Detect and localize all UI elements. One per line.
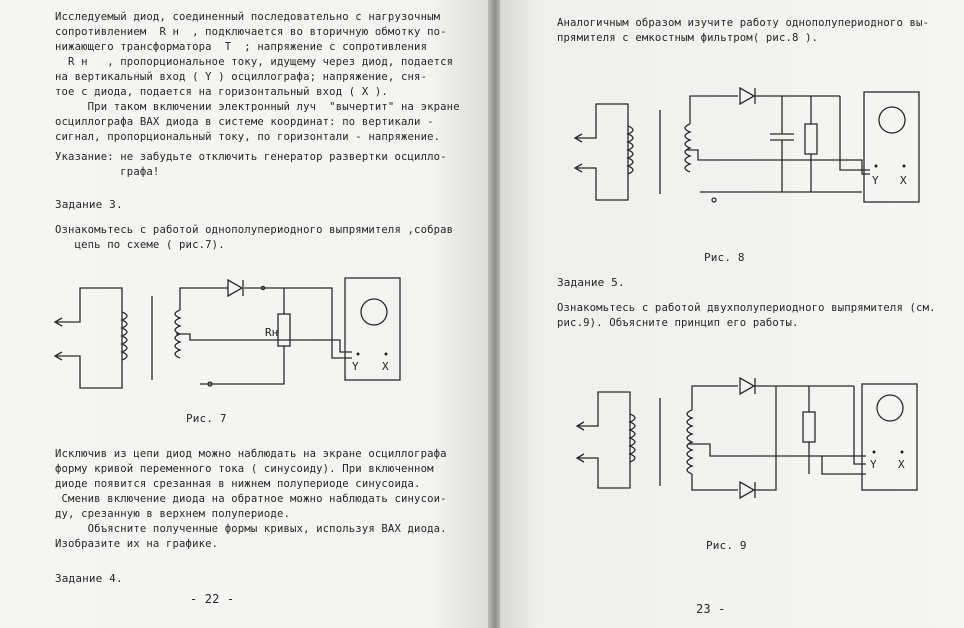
fig9-diode-lower (739, 480, 756, 500)
fig8-oscilloscope (863, 91, 920, 203)
task5-line: рис.9). Объясните принцип его работы. (557, 317, 799, 329)
fig7-y-label: Y (352, 360, 359, 373)
fig7-wire-to-scope (290, 287, 352, 359)
fig7-y-terminal (356, 352, 360, 356)
task5-line: Ознакомьтесь с работой двухполупериодног… (557, 302, 936, 314)
fig7-diode (227, 278, 244, 298)
paragraph-line: на вертикальный вход ( Y ) осциллографа;… (55, 71, 428, 83)
fig7-wire-resistor (200, 288, 285, 385)
fig7-resistor (277, 313, 291, 347)
fig9-x-terminal (900, 450, 904, 454)
fig8-y-terminal (874, 164, 878, 168)
fig8-wire-mid (686, 149, 870, 175)
paragraph-line: Изобразите их на графике. (55, 538, 219, 550)
note-line: Указание: не забудьте отключить генерато… (55, 151, 447, 163)
fig9-y-label: Y (870, 458, 877, 471)
fig8-x-terminal (902, 164, 906, 168)
fig8-circuit-diagram: Y X (573, 86, 920, 203)
fig8-oscilloscope-screen (878, 106, 906, 134)
fig8-caption: Рис. 8 (704, 251, 745, 264)
fig9-wire-center (688, 443, 866, 475)
task3-line: цепь по схеме ( рис.7). (55, 239, 225, 251)
task5-heading: Задание 5. (557, 276, 625, 289)
fig7-wire-mid (176, 333, 352, 353)
task3-heading: Задание 3. (55, 198, 123, 211)
paragraph-line: R н , пропорциональное току, идущему чер… (55, 56, 454, 68)
fig9-secondary-coil (686, 409, 694, 475)
right-page: Аналогичным образом изучите работу одноп… (500, 0, 964, 628)
paragraph-line: диоде появится срезанная в нижнем полупе… (55, 478, 421, 490)
fig7-arrow-bottom (53, 351, 63, 361)
fig7-terminal (207, 381, 213, 387)
fig8-primary-coil (626, 125, 634, 175)
fig9-arrow-top (575, 421, 585, 431)
paragraph-line: Объясните полученные формы кривых, испол… (55, 523, 447, 535)
fig9-wire-upper (691, 385, 854, 410)
paragraph-line: сигнал, пропорциональный току, по горизо… (55, 131, 441, 143)
page-number: - 22 - (190, 592, 235, 606)
fig9-resistor (802, 411, 816, 443)
fig8-y-label: Y (872, 174, 879, 187)
paragraph-line: тое с диода, подается на горизонтальный … (55, 86, 388, 98)
fig9-oscilloscope (861, 383, 918, 491)
fig8-secondary-coil (684, 123, 692, 173)
fig8-capacitor (770, 96, 794, 192)
fig9-circuit-diagram: Y X (575, 376, 918, 500)
page-number: 23 - (696, 602, 726, 616)
fig9-wire-to-scope (853, 386, 866, 465)
fig9-caption: Рис. 9 (706, 539, 747, 552)
fig8-resistor (804, 123, 818, 155)
fig9-y-terminal (872, 450, 876, 454)
paragraph-line: ду, срезанную в верхнем полупериоде. (55, 508, 291, 520)
fig7-x-label: X (382, 360, 389, 373)
fig9-primary-wire (578, 391, 631, 489)
fig8-arrow-top (573, 133, 583, 143)
fig8-terminal (711, 197, 717, 203)
task3-line: Ознакомьтесь с работой однополупериодног… (55, 224, 454, 236)
fig9-oscilloscope-screen (876, 394, 904, 422)
paragraph-line: нижающего трансформатора Т ; напряжение … (55, 41, 428, 53)
paragraph-line: сопротивлением R н , подключается во вто… (55, 26, 447, 38)
fig7-caption: Рис. 7 (186, 412, 227, 425)
paragraph-line: Сменив включение диода на обратное можно… (55, 493, 447, 505)
fig8-x-label: X (900, 174, 907, 187)
task4-heading: Задание 4. (55, 572, 123, 585)
fig8-wire-to-scope (839, 96, 870, 171)
fig8-wire-top (689, 95, 840, 124)
fig9-diode-upper (739, 376, 756, 396)
fig8-primary-wire (576, 103, 629, 201)
fig8-arrow-bottom (573, 163, 583, 173)
left-page: Исследуемый диод, соединенный последоват… (0, 0, 490, 628)
paragraph-line: При таком включении электронный луч "выч… (55, 101, 460, 113)
fig7-resistor-label: Rн (265, 326, 278, 339)
paragraph-line: Исключив из цепи диод можно наблюдать на… (55, 448, 447, 460)
book-spine (488, 0, 502, 628)
fig7-primary-wire (56, 287, 123, 389)
fig9-primary-coil (628, 413, 636, 463)
paragraph-line: прямителя с емкостным фильтром( рис.8 ). (557, 32, 819, 44)
fig7-primary-coil (120, 311, 128, 361)
fig9-arrow-bottom (575, 453, 585, 463)
paragraph-line: Исследуемый диод, соединенный последоват… (55, 11, 441, 23)
fig7-oscilloscope-screen (360, 298, 388, 326)
note-line: графа! (55, 166, 160, 178)
fig7-arrow-top (53, 317, 63, 327)
fig8-diode (739, 86, 756, 106)
fig7-circuit-diagram: Rн Y X (53, 277, 401, 389)
fig9-x-label: X (898, 458, 905, 471)
fig7-wire-top (179, 287, 290, 310)
fig7-oscilloscope (344, 277, 401, 381)
fig7-node (260, 285, 266, 291)
fig7-x-terminal (384, 352, 388, 356)
paragraph-line: Аналогичным образом изучите работу одноп… (557, 17, 930, 29)
fig9-wire-lower (691, 386, 777, 491)
paragraph-line: форму кривой переменного тока ( синусоид… (55, 463, 434, 475)
paragraph-line: осциллографа ВАХ диода в системе координ… (55, 116, 434, 128)
